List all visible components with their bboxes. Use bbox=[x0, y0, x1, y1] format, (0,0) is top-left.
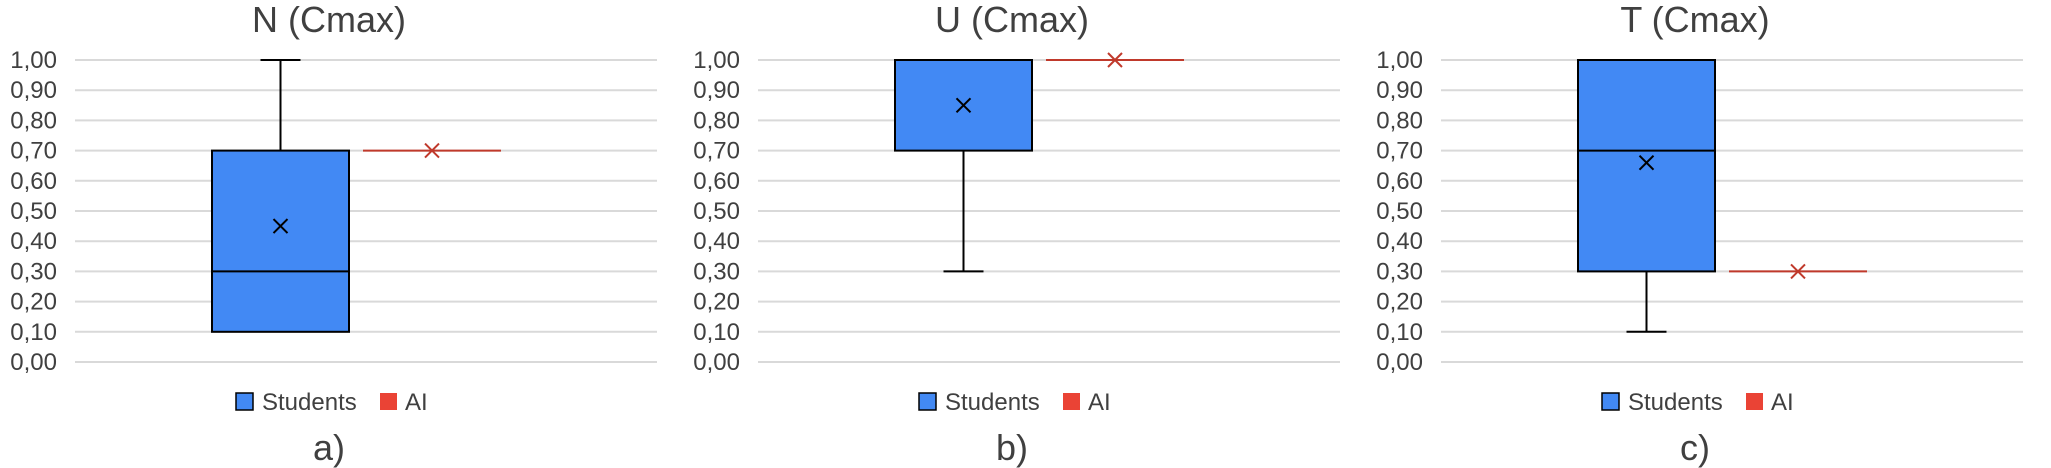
mean-marker-students bbox=[1638, 154, 1655, 171]
legend-swatch-students bbox=[918, 392, 937, 411]
y-tick-label: 0,90 bbox=[693, 77, 740, 104]
y-tick-label: 1,00 bbox=[10, 47, 57, 74]
box-students bbox=[211, 149, 350, 333]
y-tick-label: 0,80 bbox=[10, 107, 57, 134]
y-tick-label: 0,30 bbox=[1376, 258, 1423, 285]
y-tick-label: 1,00 bbox=[693, 47, 740, 74]
legend-swatch-ai bbox=[1063, 393, 1080, 410]
y-tick-label: 0,00 bbox=[693, 349, 740, 376]
y-tick-label: 0,40 bbox=[1376, 228, 1423, 255]
legend-label-students: Students bbox=[262, 389, 357, 416]
y-tick-label: 0,50 bbox=[10, 198, 57, 225]
y-tick-label: 0,10 bbox=[10, 319, 57, 346]
legend-swatch-students bbox=[235, 392, 254, 411]
y-tick-label: 0,90 bbox=[1376, 77, 1423, 104]
y-tick-label: 0,20 bbox=[693, 289, 740, 316]
y-tick-label: 0,50 bbox=[693, 198, 740, 225]
legend-swatch-ai bbox=[380, 393, 397, 410]
mean-marker-ai bbox=[1107, 52, 1123, 68]
y-tick-label: 0,00 bbox=[10, 349, 57, 376]
y-tick-label: 0,50 bbox=[1376, 198, 1423, 225]
y-tick-label: 0,70 bbox=[693, 138, 740, 165]
chart-panel-b: U (Cmax) 0,00 0,10 0,20 0,30 0,40 0,50 0,60 0,7… bbox=[683, 0, 1366, 468]
y-tick-label: 0,80 bbox=[693, 107, 740, 134]
y-tick-label: 0,60 bbox=[693, 168, 740, 195]
legend-label-ai: AI bbox=[405, 389, 428, 416]
legend: Students AI bbox=[918, 389, 1111, 416]
legend: Students AI bbox=[1601, 389, 1794, 416]
gridlines bbox=[1441, 59, 2023, 363]
y-tick-labels: 0,00 0,10 0,20 0,30 0,40 0,50 0,60 0,70 0,80 0,90… bbox=[10, 47, 57, 376]
y-tick-label: 0,60 bbox=[1376, 168, 1423, 195]
legend-label-students: Students bbox=[1628, 389, 1723, 416]
chart-svg-b: U (Cmax) 0,00 0,10 0,20 0,30 0,40 0,50 0,60 0,7… bbox=[693, 0, 1340, 468]
y-tick-label: 0,30 bbox=[10, 258, 57, 285]
y-tick-label: 0,10 bbox=[693, 319, 740, 346]
y-tick-label: 0,10 bbox=[1376, 319, 1423, 346]
y-tick-label: 1,00 bbox=[1376, 47, 1423, 74]
y-tick-label: 0,40 bbox=[10, 228, 57, 255]
chart-panel-c: T (Cmax) 0,00 0,10 0,20 0,30 0,40 0,50 0,60 0,7… bbox=[1366, 0, 2049, 468]
legend-label-ai: AI bbox=[1771, 389, 1794, 416]
y-tick-label: 0,20 bbox=[10, 289, 57, 316]
chart-panel-a: N (Cmax) 0,00 0,10 0,20 0,30 0,40 0,50 0,60 0,7… bbox=[0, 0, 683, 468]
chart-svg-a: N (Cmax) 0,00 0,10 0,20 0,30 0,40 0,50 0,60 0,7… bbox=[10, 0, 657, 468]
chart-title: N (Cmax) bbox=[252, 0, 406, 40]
legend: Students AI bbox=[235, 389, 428, 416]
y-tick-label: 0,60 bbox=[10, 168, 57, 195]
y-tick-label: 0,70 bbox=[10, 138, 57, 165]
panel-label: a) bbox=[313, 427, 345, 468]
mean-marker-ai bbox=[424, 142, 440, 159]
y-tick-labels: 0,00 0,10 0,20 0,30 0,40 0,50 0,60 0,70 0,80 0,90… bbox=[693, 47, 740, 376]
gridlines bbox=[758, 59, 1340, 363]
legend-label-students: Students bbox=[945, 389, 1040, 416]
y-tick-label: 0,40 bbox=[693, 228, 740, 255]
y-tick-label: 0,00 bbox=[1376, 349, 1423, 376]
mean-marker-students bbox=[272, 218, 289, 234]
y-tick-label: 0,20 bbox=[1376, 289, 1423, 316]
gridlines bbox=[75, 59, 657, 363]
y-tick-label: 0,90 bbox=[10, 77, 57, 104]
legend-swatch-ai bbox=[1746, 393, 1763, 410]
legend-swatch-students bbox=[1601, 392, 1620, 411]
box-students bbox=[1577, 59, 1716, 273]
y-tick-label: 0,80 bbox=[1376, 107, 1423, 134]
mean-marker-ai bbox=[1790, 263, 1806, 280]
chart-title: U (Cmax) bbox=[935, 0, 1089, 40]
box-marks bbox=[211, 59, 501, 333]
legend-label-ai: AI bbox=[1088, 389, 1111, 416]
chart-svg-c: T (Cmax) 0,00 0,10 0,20 0,30 0,40 0,50 0,60 0,7… bbox=[1376, 0, 2023, 468]
y-tick-label: 0,30 bbox=[693, 258, 740, 285]
panel-label: c) bbox=[1680, 427, 1710, 468]
y-tick-label: 0,70 bbox=[1376, 138, 1423, 165]
y-tick-labels: 0,00 0,10 0,20 0,30 0,40 0,50 0,60 0,70 0,80 0,90… bbox=[1376, 47, 1423, 376]
box-marks bbox=[1577, 59, 1867, 333]
mean-marker-students bbox=[955, 97, 972, 114]
chart-title: T (Cmax) bbox=[1620, 0, 1769, 40]
panel-label: b) bbox=[996, 427, 1028, 468]
box-marks bbox=[894, 52, 1184, 273]
